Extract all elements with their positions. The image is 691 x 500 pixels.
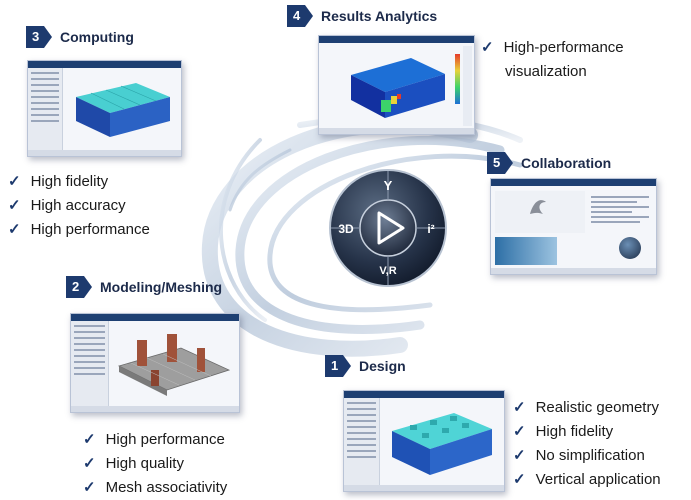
stage-1-header: 1 Design <box>325 355 406 377</box>
arrow-badge-icon: 1 <box>325 355 351 377</box>
list-item: ✓High performance <box>83 431 225 448</box>
compass-right-label: i² <box>427 222 434 236</box>
compass-left-label: 3D <box>338 222 354 236</box>
stage-1-title: Design <box>359 358 406 374</box>
check-icon: ✓ <box>8 197 21 214</box>
list-item: ✓High quality <box>83 455 184 472</box>
stage-2-title: Modeling/Meshing <box>100 279 223 295</box>
arrow-badge-icon: 3 <box>26 26 52 48</box>
compass-dial[interactable]: Y 3D i² V,R <box>328 168 448 288</box>
heatmap-model-icon <box>351 58 445 118</box>
list-item: ✓High performance <box>8 221 150 238</box>
arrow-badge-icon: 5 <box>487 152 513 174</box>
arrow-badge-icon: 2 <box>66 276 92 298</box>
computing-screenshot <box>27 60 182 157</box>
mesh-assembly-icon <box>117 334 231 396</box>
ds-logo-icon <box>530 200 546 214</box>
stage-3-bullets: ✓High fidelity ✓High accuracy ✓High perf… <box>8 170 150 242</box>
check-icon: ✓ <box>83 431 96 448</box>
design-model-icon <box>392 413 492 475</box>
mesh-model-icon <box>76 83 170 137</box>
list-item: ✓Realistic geometry <box>513 399 659 416</box>
stage-3-title: Computing <box>60 29 134 45</box>
check-icon: ✓ <box>513 423 526 440</box>
list-item: visualization <box>505 63 587 80</box>
stage-4-title: Results Analytics <box>321 8 438 24</box>
stage-4-header: 4 Results Analytics <box>287 5 437 27</box>
compass-top-label: Y <box>384 178 393 193</box>
check-icon: ✓ <box>8 221 21 238</box>
design-screenshot <box>343 390 505 492</box>
stage-2-header: 2 Modeling/Meshing <box>66 276 222 298</box>
check-icon: ✓ <box>513 447 526 464</box>
arrow-badge-icon: 4 <box>287 5 313 27</box>
stage-4-bullets: ✓High-performance visualization <box>481 36 624 84</box>
stage-3-header: 3 Computing <box>26 26 134 48</box>
check-icon: ✓ <box>481 39 494 56</box>
check-icon: ✓ <box>8 173 21 190</box>
meshing-screenshot <box>70 313 240 413</box>
stage-5-header: 5 Collaboration <box>487 152 611 174</box>
check-icon: ✓ <box>513 399 526 416</box>
check-icon: ✓ <box>513 471 526 488</box>
list-item: ✓High fidelity <box>8 173 109 190</box>
list-item: ✓High-performance <box>481 39 624 56</box>
check-icon: ✓ <box>83 479 96 496</box>
list-item: ✓High fidelity <box>513 423 614 440</box>
compass-bottom-label: V,R <box>379 265 396 277</box>
list-item: ✓Vertical application <box>513 471 661 488</box>
list-item: ✓No simplification <box>513 447 645 464</box>
list-item: ✓High accuracy <box>8 197 126 214</box>
play-icon[interactable] <box>377 211 405 245</box>
results-screenshot <box>318 35 475 135</box>
stage-2-bullets: ✓High performance ✓High quality ✓Mesh as… <box>83 428 227 500</box>
collaboration-screenshot <box>490 178 657 275</box>
list-item: ✓Mesh associativity <box>83 479 228 496</box>
stage-1-bullets: ✓Realistic geometry ✓High fidelity ✓No s… <box>513 396 661 492</box>
check-icon: ✓ <box>83 455 96 472</box>
stage-5-title: Collaboration <box>521 155 612 171</box>
